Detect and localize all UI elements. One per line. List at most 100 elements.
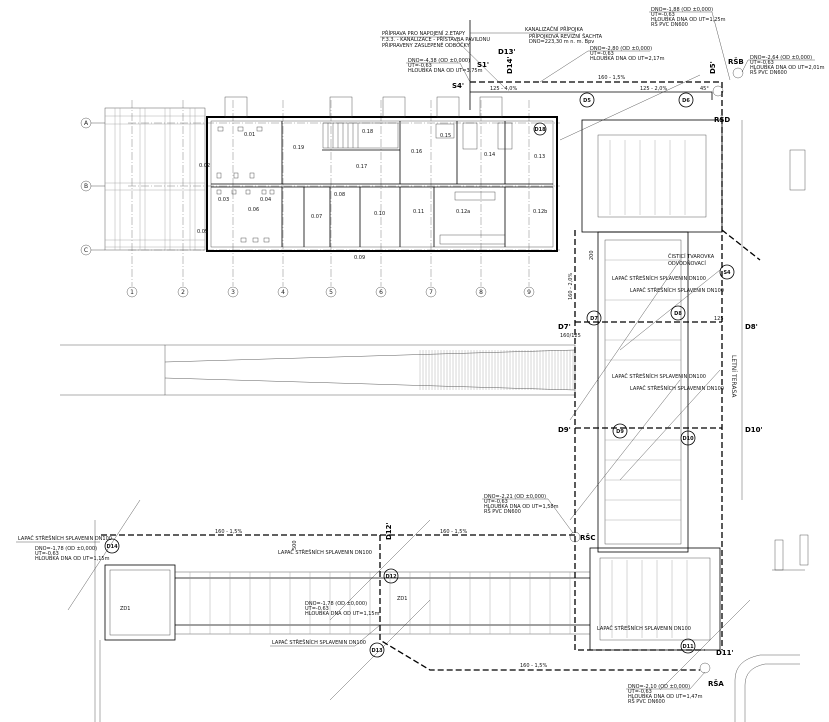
svg-text:DNO=-1,78 (OD ±0,000): DNO=-1,78 (OD ±0,000) <box>35 546 97 552</box>
note-d14: DNO=-1,78 (OD ±0,000) UT=-0,63 HLOUBKA D… <box>16 534 112 562</box>
svg-text:DNO=-2,21 (OD ±0,000): DNO=-2,21 (OD ±0,000) <box>484 494 546 500</box>
dim-label: 45° <box>700 86 709 92</box>
note-priprava: PŘÍPRAVA PRO NAPOJENÍ 2.ETAPY F.3.3. - K… <box>380 29 506 89</box>
node-d8: D8 <box>674 311 682 317</box>
node-s4p: S4' <box>452 82 464 90</box>
terrace: LETNÍ TERASA <box>581 119 743 651</box>
note-revize: PŘÍPOJKOVÁ REVIZNÍ ŠACHTA <box>529 32 603 40</box>
node-d7: D7 <box>590 316 598 322</box>
pergola <box>104 107 206 251</box>
note-d14p: DNO=-2,80 (OD ±0,000) UT=-0,63 HLOUBKA D… <box>539 46 665 83</box>
svg-text:RŠ PVC DN600: RŠ PVC DN600 <box>628 698 665 705</box>
room-label: 0.18 <box>362 129 373 135</box>
node-d5: D5 <box>583 98 591 104</box>
svg-text:UT=-0,63: UT=-0,63 <box>305 606 329 612</box>
dim-label: 160 - 1,5% <box>598 75 625 81</box>
svg-text:RŠ PVC DN600: RŠ PVC DN600 <box>750 69 787 76</box>
note-rsb: DNO=-2,64 (OD ±0,000) UT=-0,63 HLOUBKA D… <box>741 55 825 76</box>
dim-label: 500 <box>292 540 298 550</box>
node-rsc: RŠC <box>580 533 596 542</box>
dimension-labels: 160/125 160 - 1,5% 160 - 1,5% 160 - 1,5%… <box>215 75 724 669</box>
bottom-corridor: ZD1 ZD1 <box>94 520 591 722</box>
grid-col-label: 7 <box>429 289 433 296</box>
node-rsd: RŠD <box>714 115 730 124</box>
note-s4: ODVODŇOVACÍ <box>668 260 706 267</box>
room-label: ZD1 <box>120 606 130 612</box>
grid-col-label: 2 <box>181 289 185 296</box>
svg-text:UT=-0,63: UT=-0,63 <box>651 12 675 18</box>
note-lapac: LAPAČ STŘEŠNÍCH SPLAVENIN DN100 <box>612 372 706 380</box>
room-label: 0.13 <box>534 154 545 160</box>
diagonal-gutters <box>67 74 751 701</box>
grid-axes: A B C 1 2 3 4 5 6 7 8 9 <box>80 100 560 298</box>
svg-text:RŠ PVC DN600: RŠ PVC DN600 <box>651 21 688 28</box>
ramp <box>60 344 576 396</box>
svg-text:DNO=-2,10 (OD ±0,000): DNO=-2,10 (OD ±0,000) <box>628 684 690 690</box>
svg-text:UT=-0,63: UT=-0,63 <box>750 60 774 66</box>
svg-text:DNO=-4,38 (OD ±0,000): DNO=-4,38 (OD ±0,000) <box>408 58 470 64</box>
main-building: 0.01 0.02 0.03 0.04 0.05 0.06 0.07 0.08 … <box>197 96 558 261</box>
room-label: 0.15 <box>440 133 451 139</box>
room-label: 0.01 <box>244 132 255 138</box>
node-d14: D14 <box>106 544 118 550</box>
node-d11p: D11' <box>716 649 734 657</box>
room-label: 0.11 <box>413 209 424 215</box>
svg-text:PŘIPRAVENY ZASLEPENÉ ODBOČKY: PŘIPRAVENY ZASLEPENÉ ODBOČKY <box>382 41 471 49</box>
svg-text:DNO=-1,78 (OD ±0,000): DNO=-1,78 (OD ±0,000) <box>305 601 367 607</box>
node-d9p: D9' <box>558 426 571 434</box>
note-d13: DNO=-1,78 (OD ±0,000) UT=-0,63 HLOUBKA D… <box>270 548 381 647</box>
note-lapac: LAPAČ STŘEŠNÍCH SPLAVENIN DN100 <box>597 624 691 632</box>
room-label: 0.05 <box>197 229 208 235</box>
svg-text:PŘÍPRAVA PRO NAPOJENÍ 2.ETAPY: PŘÍPRAVA PRO NAPOJENÍ 2.ETAPY <box>382 29 466 37</box>
note-lapac: LAPAČ STŘEŠNÍCH SPLAVENIN DN100 <box>630 286 724 294</box>
node-d10: D10 <box>682 436 694 442</box>
annotations: PŘÍPRAVA PRO NAPOJENÍ 2.ETAPY F.3.3. - K… <box>16 7 825 705</box>
svg-text:LAPAČ STŘEŠNÍCH SPLAVENIN DN10: LAPAČ STŘEŠNÍCH SPLAVENIN DN100 <box>278 548 372 556</box>
node-d12: D12 <box>385 574 397 580</box>
node-s1p: S1' <box>477 61 489 69</box>
room-label: 0.16 <box>411 149 422 155</box>
grid-col-label: 1 <box>130 289 134 296</box>
svg-text:HLOUBKA DNA OD UT=3,75m: HLOUBKA DNA OD UT=3,75m <box>408 68 483 74</box>
room-label: 0.07 <box>311 214 322 220</box>
room-label: 0.12a <box>456 209 470 215</box>
dim-label: 160/125 <box>560 333 581 339</box>
room-label: 0.14 <box>484 152 495 158</box>
node-d13p: D13' <box>498 48 516 56</box>
node-d13: D13 <box>371 648 383 654</box>
drainage-nodes: D5 D6 D7 D8 D9 D10 D11 D12 D13 D14 S4 RŠ… <box>104 48 763 688</box>
roof-outlets <box>224 96 503 118</box>
svg-text:HLOUBKA DNA OD UT=2,17m: HLOUBKA DNA OD UT=2,17m <box>590 56 665 62</box>
grid-col-label: 3 <box>231 289 235 296</box>
svg-text:HLOUBKA DNA OD UT=2,01m: HLOUBKA DNA OD UT=2,01m <box>750 65 825 71</box>
node-d18: D18 <box>534 127 546 133</box>
room-label: 0.17 <box>356 164 367 170</box>
svg-text:DNO=-1,88 (OD ±0,000): DNO=-1,88 (OD ±0,000) <box>651 7 713 13</box>
svg-text:F.3.3. - KANALIZACE - PŘÍSTAVB: F.3.3. - KANALIZACE - PŘÍSTAVBA PAVILONU <box>382 35 490 43</box>
node-d11: D11 <box>682 644 694 650</box>
grid-col-label: 8 <box>479 289 483 296</box>
terrace-label: LETNÍ TERASA <box>730 355 737 398</box>
svg-text:HLOUBKA DNA OD UT=1,47m: HLOUBKA DNA OD UT=1,47m <box>628 694 703 700</box>
staircase <box>322 122 399 149</box>
node-d9: D9 <box>616 429 624 435</box>
note-kanal: KANALIZAČNÍ PŘÍPOJKA <box>525 25 584 33</box>
note-lapac: LAPAČ STŘEŠNÍCH SPLAVENIN DN100 <box>630 384 724 392</box>
node-d8p: D8' <box>745 323 758 331</box>
drainage-pipes <box>100 20 761 671</box>
dim-label: 125 <box>714 316 724 322</box>
room-label: 0.06 <box>248 207 259 213</box>
node-s4: S4 <box>723 270 731 276</box>
site-furniture <box>734 149 809 722</box>
dim-label: 160 - 1,5% <box>520 663 547 669</box>
grid-row-label: A <box>84 120 89 127</box>
node-d10p: D10' <box>745 426 763 434</box>
dim-label: 125 - 2,0% <box>640 86 667 92</box>
grid-col-label: 4 <box>281 289 285 296</box>
svg-text:UT=-0,63: UT=-0,63 <box>35 551 59 557</box>
room-label: 0.12b <box>533 209 547 215</box>
grid-col-label: 6 <box>379 289 383 296</box>
grid-col-label: 9 <box>527 289 531 296</box>
svg-text:HLOUBKA DNA OD UT=1,25m: HLOUBKA DNA OD UT=1,25m <box>651 17 726 23</box>
svg-text:RŠ PVC DN600: RŠ PVC DN600 <box>484 508 521 515</box>
